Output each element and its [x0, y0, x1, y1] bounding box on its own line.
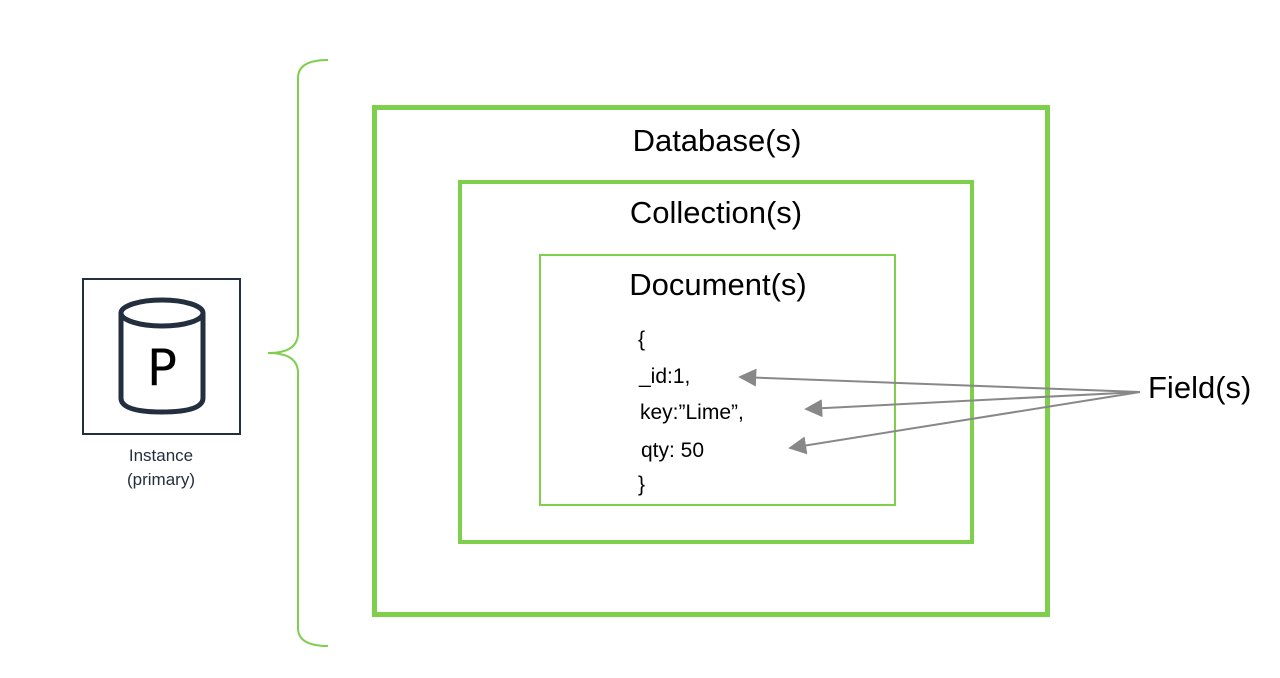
document-field-key: key:”Lime”, [640, 401, 744, 424]
database-container [372, 105, 1050, 617]
document-container [539, 254, 896, 506]
instance-icon-letter: P [147, 339, 177, 397]
arrow-to-qty-field [788, 391, 1141, 455]
instance-scope-brace [267, 59, 329, 647]
collection-title: Collection(s) [629, 195, 803, 230]
arrow-to-key-field [804, 391, 1141, 418]
database-title: Database(s) [632, 123, 802, 158]
document-open-brace: { [638, 328, 646, 351]
document-title: Document(s) [629, 267, 807, 302]
document-close-brace: } [638, 473, 646, 496]
instance-label-line1: Instance [128, 446, 194, 465]
document-field-id: _id:1, [639, 365, 691, 388]
field-label: Field(s) [1148, 370, 1252, 405]
collection-container [458, 180, 974, 544]
instance-icon-frame: P [82, 278, 241, 435]
arrow-to-id-field [738, 368, 1141, 393]
database-cylinder-icon: P [118, 297, 206, 415]
document-field-qty: qty: 50 [641, 439, 705, 462]
instance-label: Instance (primary) [127, 444, 195, 492]
instance-label-line2: (primary) [127, 470, 195, 489]
